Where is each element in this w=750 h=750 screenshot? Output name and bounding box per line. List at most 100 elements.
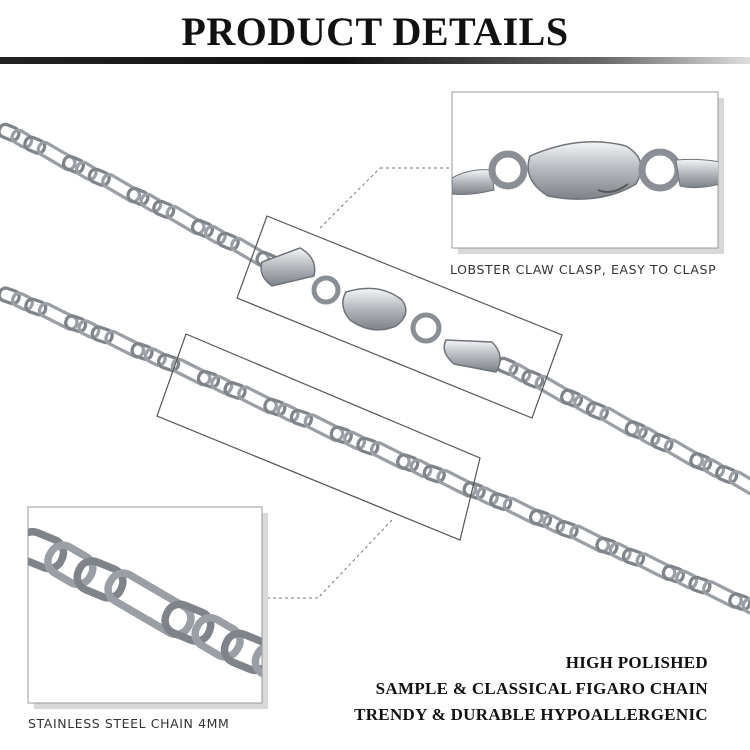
chain-link (715, 464, 739, 485)
feature-list: HIGH POLISHED SAMPLE & CLASSICAL FIGARO … (354, 650, 708, 728)
chain-link (502, 496, 544, 526)
page-title: PRODUCT DETAILS (181, 9, 569, 54)
lobster-clasp (260, 247, 501, 373)
chain-link (569, 524, 610, 554)
chain-link (196, 369, 221, 389)
chain-link (369, 441, 411, 470)
chain-link (608, 541, 632, 562)
chain-link (475, 486, 499, 506)
chain-link (64, 314, 88, 334)
chain-link (251, 641, 262, 703)
chain-link (24, 297, 48, 317)
lower-chain (0, 286, 750, 618)
chain-link (143, 347, 167, 367)
feature-item: HIGH POLISHED (565, 653, 708, 672)
chain-link (130, 342, 154, 361)
chain-link (223, 380, 247, 400)
chain-link (90, 325, 114, 345)
chain-link (216, 231, 240, 251)
chain-link (689, 452, 713, 472)
chain-link (152, 199, 176, 219)
chain-link (409, 458, 433, 479)
chain-link (635, 552, 677, 582)
chain-link (190, 218, 214, 239)
chain-link (36, 140, 77, 172)
chain-link (462, 481, 486, 500)
title-underline (0, 57, 750, 64)
chain-link (637, 426, 661, 447)
clasp-caption: LOBSTER CLAW CLASP, EASY TO CLASP (450, 262, 717, 277)
chain-link (521, 369, 545, 389)
chain-link (161, 600, 215, 645)
chain-link (436, 468, 478, 498)
chain-link (61, 154, 85, 175)
chain-link (508, 362, 532, 383)
chain-link (534, 374, 575, 406)
chain-link (595, 536, 619, 556)
chain-link (702, 458, 726, 479)
chain-link (555, 520, 579, 539)
chain-link (191, 614, 244, 661)
chain-link (126, 186, 150, 207)
chain-link (74, 160, 98, 181)
chain-link (560, 388, 584, 408)
chain-link (157, 353, 181, 373)
chain-link (728, 592, 750, 612)
chain-highlight-frame (156, 333, 481, 541)
chain-link (329, 425, 353, 445)
chain-link (0, 122, 21, 143)
chain-link (10, 128, 34, 149)
chain-caption: STAINLESS STEEL CHAIN 4MM (28, 716, 230, 731)
chain-link (11, 291, 34, 312)
feature-item: SAMPLE & CLASSICAL FIGARO CHAIN (375, 679, 708, 698)
chain-link (104, 329, 146, 359)
chain-link (542, 513, 566, 534)
chain-link (741, 597, 750, 618)
chain-link (573, 394, 596, 415)
chain-link (210, 374, 234, 395)
chain-link (263, 397, 287, 417)
chain-link (621, 547, 646, 567)
upper-chain (0, 122, 750, 501)
chain-link (343, 430, 367, 451)
chain-link (661, 564, 685, 584)
chain-link (489, 492, 513, 512)
chain-link (165, 204, 206, 236)
chain-link (101, 172, 142, 204)
chain-link (23, 135, 47, 155)
chain-link (702, 580, 743, 609)
chain-link (599, 406, 640, 437)
chain-link (170, 357, 212, 387)
chain-link (276, 402, 300, 423)
chain-link (650, 433, 674, 453)
chain-link (422, 464, 446, 484)
chain-link (237, 385, 278, 415)
chain-link (303, 413, 345, 443)
chain-link (77, 319, 101, 340)
clasp-closeup-inset (451, 91, 724, 254)
chain-link (675, 569, 699, 590)
chain-link (585, 401, 609, 421)
chain-link (396, 453, 420, 473)
chain-link (44, 541, 97, 589)
chain-link (220, 629, 262, 675)
chain-closeup-inset (27, 506, 268, 709)
chain-link (624, 420, 648, 440)
chain-link (289, 408, 314, 428)
chain-link (28, 527, 68, 573)
chain-link (104, 569, 195, 639)
chain-link (0, 286, 21, 306)
chain-link (728, 470, 750, 501)
chain-link (37, 302, 79, 331)
chain-link (688, 575, 712, 595)
chain-link (663, 438, 704, 469)
clasp-highlight-frame (236, 215, 563, 419)
chain-link (139, 192, 163, 213)
chain-link (73, 557, 127, 602)
chain-link (203, 224, 227, 245)
chain-link (356, 436, 380, 456)
feature-item: TRENDY & DURABLE HYPOALLERGENIC (354, 705, 708, 724)
chain-link (87, 167, 111, 187)
chain-link (528, 508, 553, 528)
